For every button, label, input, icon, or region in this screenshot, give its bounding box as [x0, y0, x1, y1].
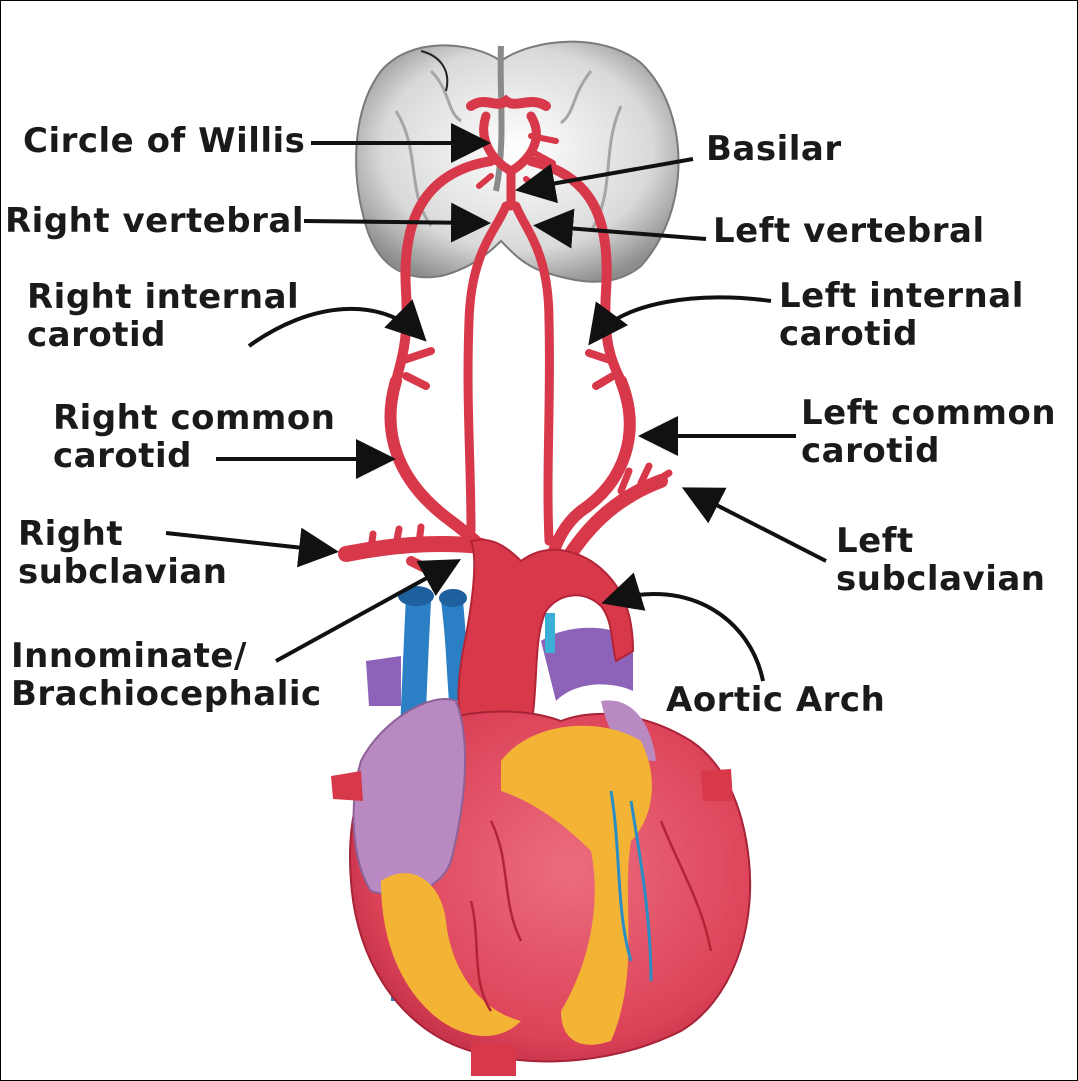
label-aortic-arch: Aortic Arch	[666, 680, 886, 720]
coronary-fat-right	[381, 873, 521, 1036]
label-left-vertebral: Left vertebral	[713, 211, 985, 251]
label-innominate-brachiocephalic: Innominate/ Brachiocephalic	[11, 636, 322, 714]
left-subclavian-artery	[559, 474, 668, 568]
right-subclavian-artery	[338, 536, 489, 562]
right-subclavian-branches	[367, 523, 425, 553]
carotid-bifurcations	[397, 347, 617, 390]
label-right-internal-carotid: Right internal carotid	[27, 277, 300, 355]
willis-top	[466, 94, 551, 111]
arrow-left-vertebral	[533, 208, 707, 249]
descending-stub	[471, 1041, 516, 1076]
label-left-subclavian: Left subclavian	[836, 521, 1046, 599]
coronary-arteries	[469, 820, 713, 1012]
arrow-right-internal-carotid	[247, 299, 427, 348]
arrow-aortic-arch	[601, 572, 765, 682]
left-subclavian-branches	[617, 462, 673, 495]
brain-gyri	[394, 69, 623, 232]
left-common-carotid-artery	[545, 375, 636, 567]
pulmonary-trunk	[541, 627, 633, 701]
aortic-arch-body	[457, 538, 635, 747]
small-vessel-cyan	[545, 613, 555, 653]
aorta	[457, 538, 635, 747]
heart-illustration	[331, 698, 752, 1076]
willis-branches	[476, 133, 559, 194]
right-atrium	[352, 698, 467, 896]
left-vertebral-artery	[511, 201, 554, 546]
label-right-subclavian: Right subclavian	[18, 514, 228, 592]
arrow-right-vertebral	[303, 202, 491, 243]
brain-sketch-line	[420, 50, 449, 92]
arrow-right-subclavian	[165, 527, 339, 568]
label-right-common-carotid: Right common carotid	[53, 398, 336, 476]
arrow-left-subclavian	[681, 487, 827, 563]
label-basilar: Basilar	[706, 129, 842, 169]
right-vertebral-artery	[463, 201, 511, 536]
arrow-innominate	[275, 559, 462, 663]
label-circle-of-willis: Circle of Willis	[23, 121, 306, 161]
right-common-carotid-artery	[384, 375, 497, 562]
coronary-vein	[609, 790, 653, 982]
label-left-internal-carotid: Left internal carotid	[779, 276, 1024, 354]
brain-fissure	[493, 45, 505, 192]
arrow-left-internal-carotid	[588, 295, 772, 346]
arrow-basilar	[515, 157, 694, 204]
vein-opening	[439, 589, 467, 607]
left-vein-stub	[366, 656, 401, 706]
label-left-common-carotid: Left common carotid	[801, 393, 1057, 471]
label-arrows	[165, 123, 827, 682]
label-right-vertebral: Right vertebral	[5, 201, 304, 241]
